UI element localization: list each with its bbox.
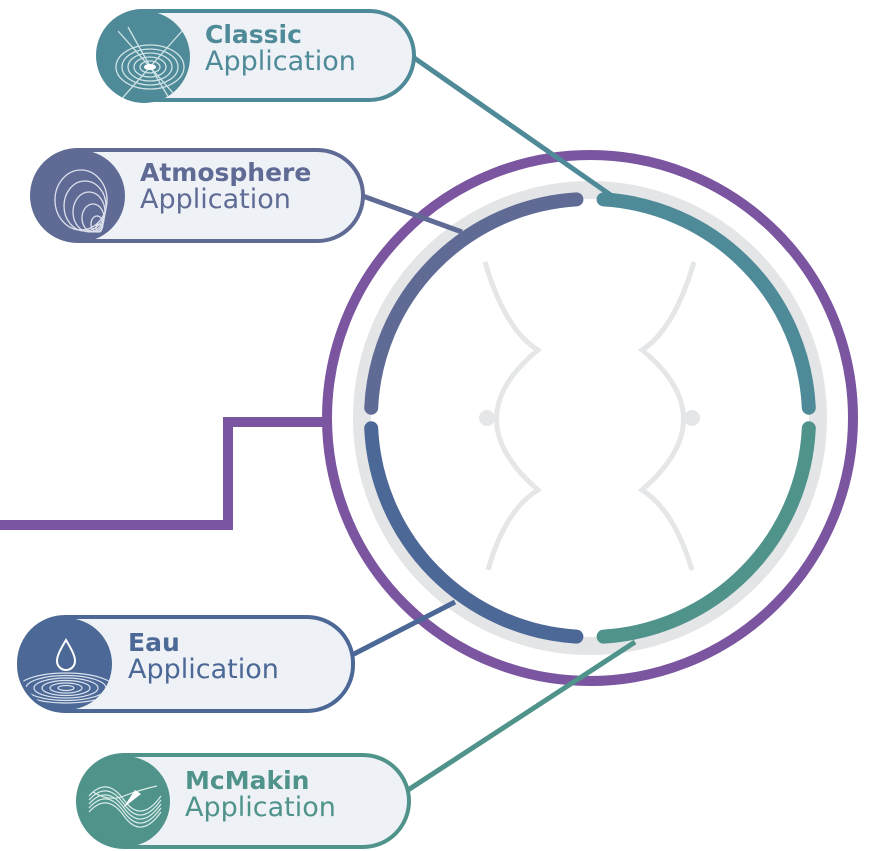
purple-connector-line [0, 417, 327, 530]
classic-name: Classic [205, 20, 302, 49]
leader-mcmakin [406, 639, 637, 793]
wave-lines-icon [88, 785, 162, 828]
arc-classic [596, 192, 816, 415]
spiral-rings-icon [54, 169, 108, 233]
arc-mcmakin [596, 421, 816, 644]
leader-eau [350, 599, 457, 658]
device-dot-right [684, 410, 700, 426]
atmosphere-sub: Application [140, 184, 291, 216]
eau-badge [20, 618, 112, 710]
leader-classic [408, 52, 627, 208]
atmosphere-name: Atmosphere [140, 158, 312, 187]
leader-atmosphere [359, 192, 463, 235]
classic-badge [98, 11, 190, 103]
eau-name: Eau [128, 628, 180, 657]
mcmakin-name: McMakin [185, 766, 310, 795]
outer-purple-ring [322, 150, 858, 686]
device-dot-left [479, 410, 495, 426]
arc-eau [364, 421, 584, 644]
atmosphere-badge [33, 150, 125, 242]
device-outline [482, 261, 697, 571]
water-drop-ripple-icon [20, 638, 112, 704]
arc-atmosphere [364, 192, 584, 415]
inner-grey-ring [353, 181, 827, 655]
concentric-ring-icon [115, 26, 185, 103]
mcmakin-badge [79, 756, 170, 847]
eau-sub: Application [128, 654, 279, 686]
mcmakin-sub: Application [185, 792, 336, 824]
classic-sub: Application [205, 46, 356, 78]
